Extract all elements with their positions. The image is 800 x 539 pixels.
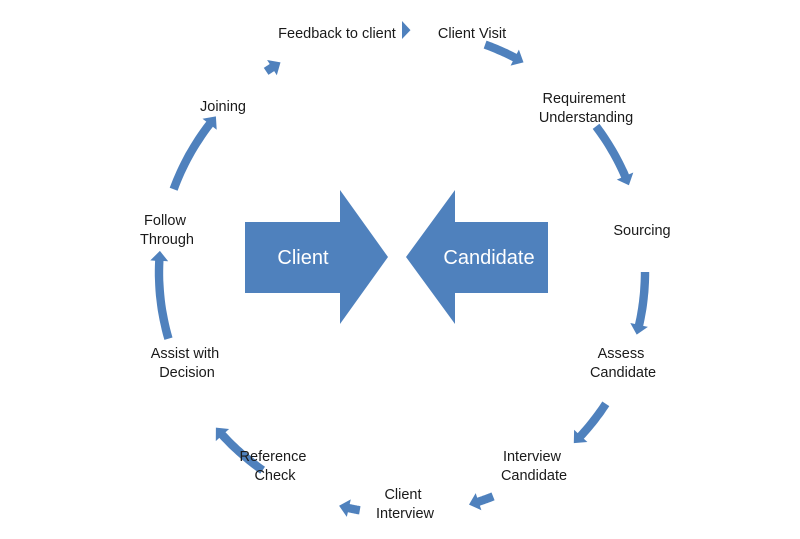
step-sourcing: Sourcing [613, 223, 670, 239]
candidate-arrow: Candidate [406, 190, 548, 324]
arrow-feedback-to-client-visit [402, 21, 411, 39]
arrow-assess-to-interview [573, 401, 610, 444]
arrow-assist-to-follow [150, 250, 173, 340]
step-assist-with-decision: Assist with Decision [151, 346, 224, 381]
step-joining: Joining [200, 99, 246, 115]
arrow-interview-to-client-interview [469, 492, 495, 511]
arrow-sourcing-to-assess [630, 272, 650, 335]
step-reference-check: Reference Check [240, 449, 311, 484]
arrow-reference-to-assist [215, 427, 265, 474]
arrow-joining-to-feedback [263, 60, 281, 76]
step-client-interview: Client Interview [376, 487, 435, 522]
step-feedback-to-client: Feedback to client [278, 26, 396, 42]
arrow-follow-to-joining [169, 116, 217, 191]
arrow-requirement-to-sourcing [592, 123, 634, 186]
step-interview-candidate: Interview Candidate [501, 449, 567, 484]
step-assess-candidate: Assess Candidate [590, 346, 656, 381]
candidate-arrow-label: Candidate [443, 247, 534, 269]
cycle-step-labels: Client Visit Requirement Understanding S… [140, 26, 671, 522]
arrow-client-interview-to-reference [339, 499, 361, 517]
step-follow-through: Follow Through [140, 213, 194, 248]
arrow-client-visit-to-requirement [483, 40, 524, 66]
step-client-visit: Client Visit [438, 26, 506, 42]
cycle-arrows [150, 21, 650, 517]
client-arrow: Client [245, 190, 388, 324]
step-requirement-understanding: Requirement Understanding [539, 91, 633, 126]
client-arrow-label: Client [277, 247, 329, 269]
